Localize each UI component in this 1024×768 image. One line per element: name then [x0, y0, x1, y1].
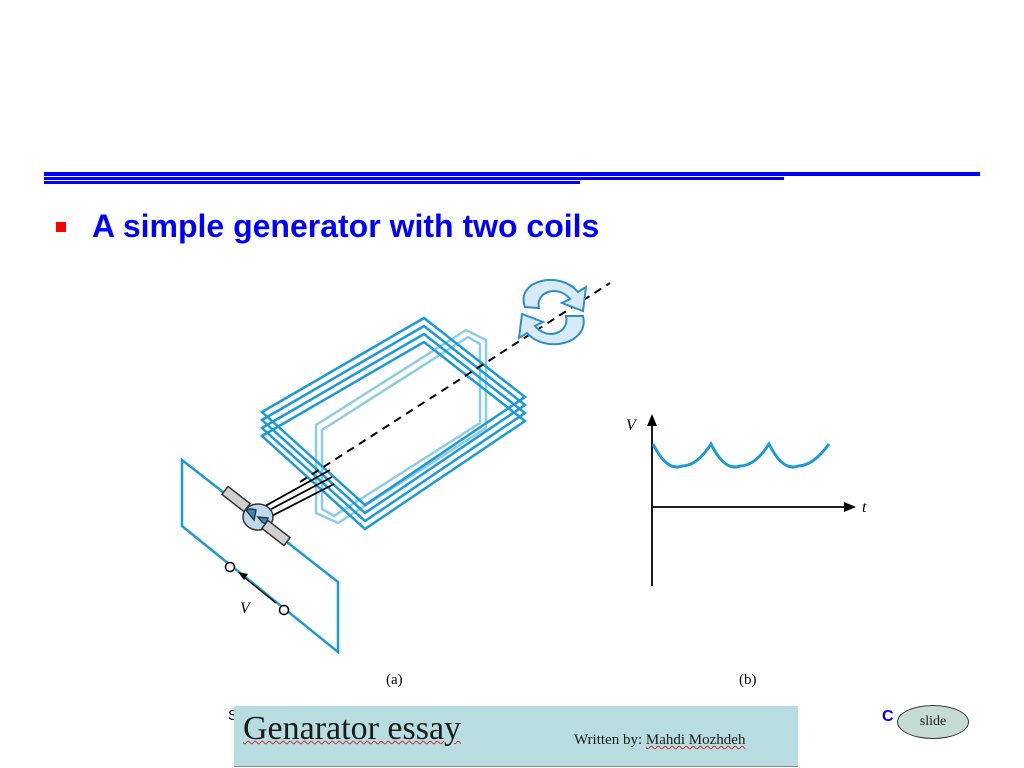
bullet-square-icon — [56, 222, 66, 232]
slide-button[interactable]: slide — [897, 705, 969, 739]
banner-author-line: Written by: Mahdi Mozhdeh — [574, 732, 745, 749]
front-coil — [259, 316, 528, 531]
t-axis-label: t — [862, 499, 867, 516]
v-axis-arrow-icon — [647, 414, 657, 426]
terminal-bottom — [278, 604, 290, 616]
meter-v-label: V — [240, 600, 252, 617]
back-coil — [314, 328, 488, 525]
bullet-text: A simple generator with two coils — [92, 208, 600, 244]
title-rule — [44, 172, 980, 184]
footer-left-text: S — [228, 707, 239, 724]
author-name: Mahdi Mozhdeh — [645, 732, 746, 748]
watermark-banner: Genarator essay Written by: Mahdi Mozhde… — [234, 706, 798, 767]
rectified-waveform — [651, 440, 831, 469]
t-axis-arrow-icon — [844, 502, 856, 512]
commutator — [220, 485, 292, 547]
caption-b: (b) — [739, 672, 757, 688]
banner-title-text: Genarator essay — [243, 710, 462, 747]
rotation-arrows-icon — [517, 278, 588, 346]
terminal-plane — [180, 457, 340, 655]
rotation-axis — [299, 282, 611, 483]
voltage-plot: V t — [626, 414, 867, 586]
terminal-top — [224, 561, 236, 573]
voltage-arrow-icon — [238, 572, 248, 580]
caption-a: (a) — [386, 672, 403, 688]
written-by-label: Written by: — [574, 732, 646, 748]
v-axis-label: V — [626, 417, 638, 434]
banner-title: Genarator essay — [243, 710, 461, 748]
